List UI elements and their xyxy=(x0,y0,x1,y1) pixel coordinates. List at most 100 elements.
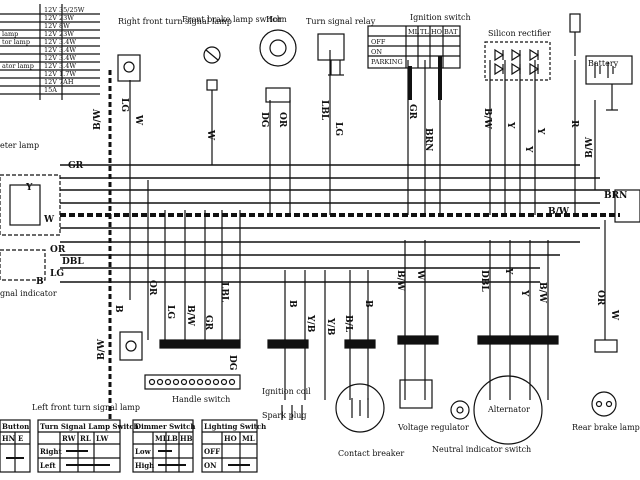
switch-tables xyxy=(0,419,258,473)
switch-table-header: HB xyxy=(180,434,193,443)
spec-label: ator lamp xyxy=(2,62,34,70)
rear-brake-switch-label: Rear brake lamp switch xyxy=(572,423,640,432)
wire-label: W xyxy=(415,269,425,281)
wire-label: B xyxy=(36,277,44,287)
vertical-wires xyxy=(108,50,606,420)
wire-label: OR xyxy=(595,290,605,306)
switch-tables-text: Button HN E Turn Signal Lamp Switch RW R… xyxy=(2,422,266,470)
rear-brake-switch xyxy=(591,339,618,417)
ignition-row: OFF xyxy=(371,38,386,46)
horn-label: Horn xyxy=(266,15,287,24)
wire-label: BRN xyxy=(604,191,627,201)
wire-label: LG xyxy=(50,269,64,279)
meter-lamp-label: eter lamp xyxy=(0,141,39,150)
spec-value: 12V 3.4W xyxy=(44,54,76,62)
switch-table-title: Button xyxy=(2,422,29,431)
indicator-box xyxy=(0,249,46,281)
switch-table-header: LB xyxy=(167,434,178,443)
wire-label: W xyxy=(205,129,215,141)
switch-table-header: HO xyxy=(224,434,237,443)
battery-label: Battery xyxy=(588,59,619,68)
wire-label: W xyxy=(43,215,55,225)
spark-plug-label: Spark plug xyxy=(262,411,307,420)
spec-value: 12V 3.4W xyxy=(44,46,76,54)
front-brake-switch-label: Front brake lamp switch xyxy=(182,15,282,24)
battery-icon xyxy=(569,13,633,111)
switch-table-title: Dimmer Switch xyxy=(135,422,195,431)
neutral-switch-label: Neutral indicator switch xyxy=(432,445,531,454)
turn-relay-label: Turn signal relay xyxy=(306,17,376,26)
wire-label: Y xyxy=(535,127,545,135)
wire-label: B/L xyxy=(343,315,353,333)
wire-label: LBL xyxy=(219,282,229,303)
wire-label: BRN xyxy=(423,128,433,151)
spec-value: 12V 3.4W xyxy=(44,62,76,70)
ignition-table xyxy=(367,25,461,100)
ignition-row: ON xyxy=(371,48,382,56)
spec-value: 12V 23W xyxy=(44,30,74,38)
wire-label: B/W xyxy=(97,338,107,360)
wire-label: Y xyxy=(503,267,513,275)
switch-table-row: ON xyxy=(204,461,217,470)
alternator xyxy=(473,335,559,445)
wire-label: B/W xyxy=(537,282,547,304)
spec-value: 12V 7AH xyxy=(44,78,74,86)
switch-table-header: E xyxy=(18,434,23,443)
meter-lamp-body xyxy=(9,184,41,226)
spec-value: 12V 8W xyxy=(44,22,70,30)
right-turn-lamp xyxy=(117,54,141,82)
ignition-row: PARKING xyxy=(371,58,403,66)
wire-label: B/W xyxy=(585,136,595,158)
ignition-header: TL xyxy=(420,28,429,36)
switch-table-row: OFF xyxy=(204,447,220,456)
neutral-switch xyxy=(450,400,470,420)
switch-table-row: Low xyxy=(135,447,152,456)
voltage-regulator-label: Voltage regulator xyxy=(397,423,469,432)
spec-table xyxy=(0,4,100,100)
turn-relay xyxy=(317,33,345,76)
switch-table-header: ML xyxy=(155,434,168,443)
left-turn-lamp xyxy=(119,331,143,361)
wire-label: W xyxy=(133,114,143,126)
handle-switch-label: Handle switch xyxy=(172,395,230,404)
switch-table-header: RL xyxy=(80,434,91,443)
left-turn-lamp-label: Left front turn signal lamp xyxy=(32,403,140,412)
meter-box xyxy=(0,174,61,236)
wire-label: Y xyxy=(519,289,529,297)
ignition-switch-label: Ignition switch xyxy=(410,13,471,22)
alternator-label: Alternator xyxy=(487,405,530,414)
wire-label: B xyxy=(287,300,297,308)
switch-table-row: Right xyxy=(40,447,62,456)
wire-label: B/W xyxy=(185,305,195,327)
wire-label: B/W xyxy=(93,108,103,130)
spec-label: lamp xyxy=(2,30,18,38)
ignition-header: ML xyxy=(408,28,420,36)
handle-switch xyxy=(144,339,241,390)
wire-label: DBL xyxy=(62,257,84,267)
switch-table-header: HN xyxy=(2,434,16,443)
spec-value: 12V 23W xyxy=(44,14,74,22)
switch-table-row: Left xyxy=(40,461,56,470)
ignition-header: HO xyxy=(431,28,442,36)
switch-table-header: ML xyxy=(242,434,255,443)
spec-value: 12V 1.7W xyxy=(44,70,76,78)
wire-labels: B/W LG W W DG OR LBL LG GR BRN B/W Y Y Y… xyxy=(25,98,627,371)
switch-table-row: High xyxy=(135,461,154,470)
contact-breaker xyxy=(335,383,385,433)
silicon-rectifier-label: Silicon rectifier xyxy=(488,29,551,38)
rear-connector xyxy=(614,189,640,223)
wire-label: B/W xyxy=(395,270,405,292)
wire-label: GR xyxy=(407,104,417,120)
wire-label: GR xyxy=(203,315,213,331)
wire-label: B xyxy=(363,300,373,308)
spec-table-text: 12V 35/25W 12V 23W 12V 8W lamp 12V 23W t… xyxy=(2,6,85,94)
ignition-header: BAT xyxy=(444,28,458,36)
switch-table-title: Lighting Switch xyxy=(204,422,266,431)
wire-label: B xyxy=(113,305,123,313)
wire-label: GR xyxy=(68,161,84,171)
ignition-coil xyxy=(267,339,376,420)
voltage-regulator xyxy=(397,335,439,409)
wire-label: DG xyxy=(259,112,269,128)
wire-label: B/W xyxy=(548,207,570,217)
